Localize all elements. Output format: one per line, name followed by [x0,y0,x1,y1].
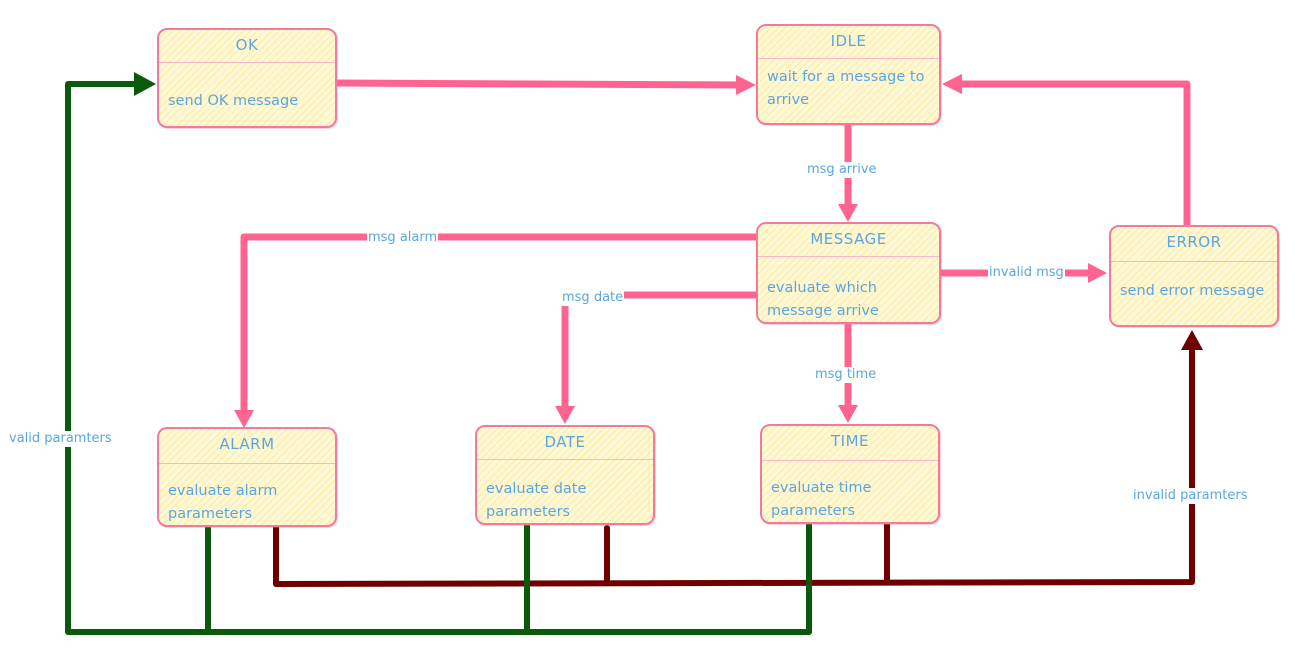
arrowhead-idle [736,75,756,95]
label-msg-arrive: msg arrive [806,162,878,178]
arrowhead-time [838,405,858,423]
arrowhead-alarm [234,410,254,428]
arrow-message-to-date [561,291,760,421]
arrowhead-error [1088,263,1107,283]
state-alarm[interactable]: ALARM evaluate alarm parameters [157,427,337,527]
state-description: wait for a message to arrive [767,69,925,108]
state-description: evaluate date parameters [486,481,587,520]
state-title: MESSAGE [810,230,887,248]
arrowhead-idle-from-error [942,74,962,94]
state-description: evaluate alarm parameters [168,483,278,522]
state-divider [1111,261,1277,262]
state-divider [758,58,939,59]
state-title: TIME [830,432,869,450]
state-error[interactable]: ERROR send error message [1109,225,1279,327]
state-divider [762,460,938,461]
arrow-message-to-alarm [240,233,760,424]
arrowhead-error-from-bus [1181,330,1203,350]
label-invalid-params: invalid paramters [1132,488,1249,504]
state-ok[interactable]: OK send OK message [157,28,337,128]
label-valid-params: valid paramters [8,431,113,447]
label-msg-date: msg date [561,290,625,306]
state-divider [758,256,939,257]
arrow-error-to-idle [946,80,1191,230]
state-description: evaluate which message arrive [767,280,879,319]
state-title: OK [235,36,259,54]
state-title: DATE [544,433,586,451]
label-msg-alarm: msg alarm [367,230,439,246]
valid-params-bus [65,81,812,635]
arrowhead-date [555,406,575,424]
state-description: evaluate time parameters [771,480,872,519]
state-divider [159,463,335,464]
state-divider [159,62,335,63]
state-divider [477,459,653,460]
state-title: IDLE [830,32,867,50]
state-description: send OK message [168,93,299,109]
state-title: ERROR [1166,233,1222,251]
state-description: send error message [1120,283,1265,299]
label-msg-time: msg time [814,367,878,383]
label-invalid-msg: invalid msg [988,265,1065,281]
arrowhead-ok [134,72,156,96]
state-date[interactable]: DATE evaluate date parameters [475,425,655,525]
state-time[interactable]: TIME evaluate time parameters [760,424,940,524]
arrow-ok-to-idle [332,79,752,89]
state-idle[interactable]: IDLE wait for a message to arrive [756,24,941,125]
arrowhead-message [838,204,858,222]
invalid-params-bus [273,337,1195,587]
state-title: ALARM [219,435,275,453]
state-message[interactable]: MESSAGE evaluate which message arrive [756,222,941,324]
